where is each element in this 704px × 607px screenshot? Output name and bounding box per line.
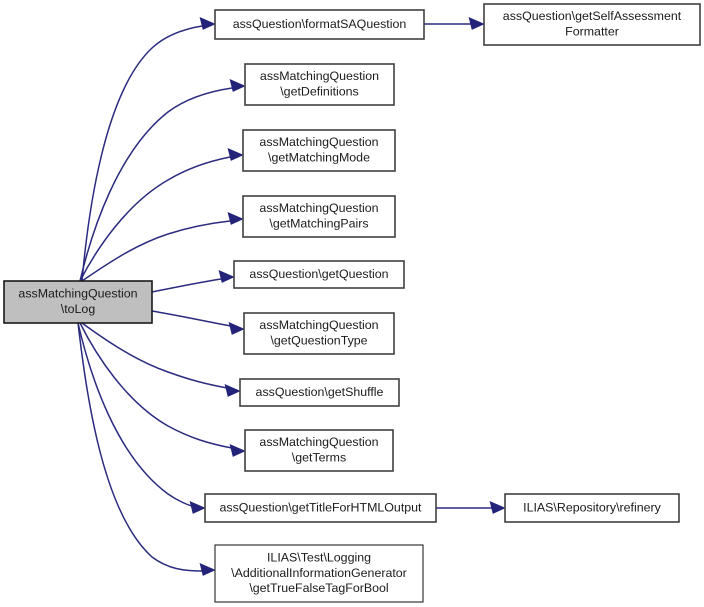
edge-root-to-getTitleForHTMLOutput [77,322,206,514]
node-label: assQuestion\getShuffle [256,385,384,399]
arrowhead-icon [468,16,485,30]
node-box[interactable] [244,63,395,106]
edge-path [81,220,231,282]
node-label: \getMatchingMode [268,150,370,164]
node-label: assMatchingQuestion [259,435,378,449]
node-box[interactable] [214,544,424,603]
edge-path [79,156,231,282]
graph-node-formatSAQuestion[interactable]: assQuestion\formatSAQuestion [214,9,425,40]
edge-root-to-getQuestion [151,269,235,293]
arrowhead-icon [229,78,246,92]
arrowhead-icon [189,500,206,514]
edge-root-to-getMatchingPairs [81,211,244,282]
edge-root-to-getTrueFalseTagForBool [77,322,216,576]
node-label: assMatchingQuestion [18,287,137,301]
edge-path [79,322,233,449]
node-box[interactable] [214,9,425,40]
edge-root-to-formatSAQuestion [81,16,216,282]
arrowhead-icon [227,211,244,225]
node-box[interactable] [243,312,395,355]
edge-root-to-getDefinitions [79,78,246,282]
node-box[interactable] [239,378,400,407]
graph-node-getTitleForHTMLOutput[interactable]: assQuestion\getTitleForHTMLOutput [204,493,437,523]
node-box[interactable] [233,260,405,289]
arrowhead-icon [227,147,244,161]
graph-node-refinery[interactable]: ILIAS\Repository\refinery [504,493,680,523]
node-label: \getTrueFalseTagForBool [249,581,388,595]
edge-path [81,25,203,282]
node-label: ILIAS\Test\Logging [267,551,371,565]
arrowhead-icon [199,562,216,576]
node-label: \toLog [61,302,96,316]
node-label: assQuestion\getSelfAssessment [503,9,682,23]
arrowhead-icon [199,16,216,30]
node-layer: assMatchingQuestion\toLogassQuestion\for… [3,3,701,603]
arrowhead-icon [489,500,506,514]
node-label: \getQuestionType [270,333,367,347]
node-label: \getTerms [292,450,346,464]
node-label: assQuestion\formatSAQuestion [233,17,407,31]
node-box[interactable] [504,493,680,523]
node-label: assMatchingQuestion [260,69,379,83]
edge-path [77,322,203,572]
edge-root-to-getMatchingMode [79,147,244,282]
graph-node-getQuestion[interactable]: assQuestion\getQuestion [233,260,405,289]
node-box[interactable] [204,493,437,523]
node-label: Formatter [565,24,619,38]
arrowhead-icon [229,443,246,457]
node-label: \getMatchingPairs [269,216,368,230]
node-box[interactable] [244,429,394,472]
node-box[interactable] [242,129,396,172]
node-label: assQuestion\getTitleForHTMLOutput [219,500,422,514]
node-label: \getDefinitions [280,84,359,98]
node-label: assMatchingQuestion [259,201,378,215]
arrowhead-icon [228,321,245,335]
graph-node-getTrueFalseTagForBool[interactable]: ILIAS\Test\Logging\AdditionalInformation… [214,544,424,603]
edge-root-to-getShuffle [81,322,241,397]
node-label: assMatchingQuestion [259,135,378,149]
edge-path [151,278,222,293]
edge-path [151,310,232,327]
edge-formatSAQuestion-to-getSelfAssessmentFormatter [424,16,485,30]
graph-node-getMatchingPairs[interactable]: assMatchingQuestion\getMatchingPairs [242,195,396,238]
node-label: ILIAS\Repository\refinery [523,500,662,514]
edge-layer [77,16,506,576]
node-label: assQuestion\getQuestion [249,267,388,281]
edge-getTitleForHTMLOutput-to-refinery [436,500,506,514]
edge-root-to-getTerms [79,322,246,457]
edge-path [79,87,233,282]
edge-path [77,322,193,507]
node-box[interactable] [3,280,153,324]
edge-root-to-getQuestionType [151,310,245,335]
graph-node-getQuestionType[interactable]: assMatchingQuestion\getQuestionType [243,312,395,355]
graph-node-getShuffle[interactable]: assQuestion\getShuffle [239,378,400,407]
graph-node-root[interactable]: assMatchingQuestion\toLog [3,280,153,324]
edge-path [81,322,228,389]
graph-node-getMatchingMode[interactable]: assMatchingQuestion\getMatchingMode [242,129,396,172]
node-label: \AdditionalInformationGenerator [231,566,407,580]
node-label: assMatchingQuestion [259,318,378,332]
node-box[interactable] [483,3,701,46]
graph-node-getDefinitions[interactable]: assMatchingQuestion\getDefinitions [244,63,395,106]
arrowhead-icon [224,383,241,397]
graph-node-getTerms[interactable]: assMatchingQuestion\getTerms [244,429,394,472]
node-box[interactable] [242,195,396,238]
arrowhead-icon [218,269,235,283]
